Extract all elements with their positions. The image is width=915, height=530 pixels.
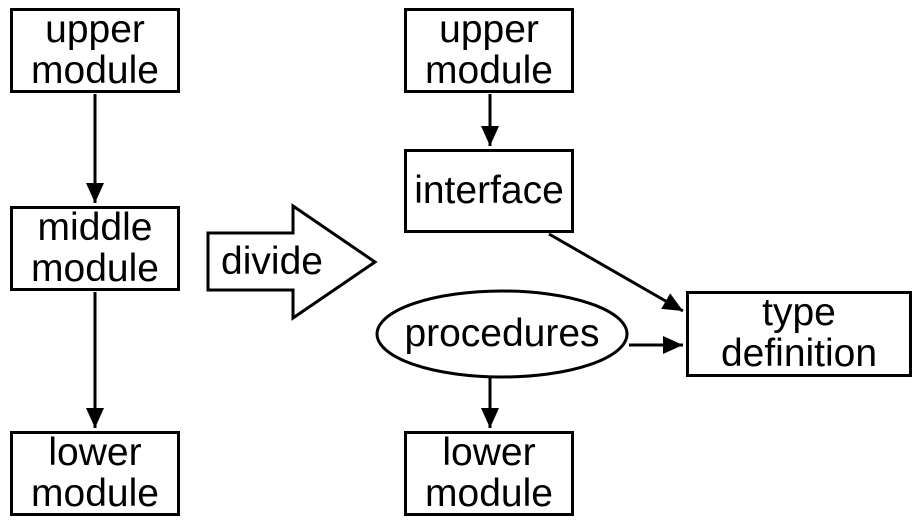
type-definition-label: type definition	[720, 291, 878, 375]
left-lower-module-label: lower module	[31, 430, 159, 515]
left-lower-module-box: lower module	[10, 431, 180, 516]
right-upper-module-box: upper module	[404, 8, 574, 93]
left-middle-module-label: middle module	[31, 205, 159, 290]
right-lower-module-label: lower module	[425, 430, 553, 515]
divide-label-text: divide	[221, 239, 323, 283]
divide-label: divide	[206, 241, 338, 283]
interface-label: interface	[414, 168, 564, 212]
procedures-label-text: procedures	[404, 311, 600, 355]
procedures-ellipse	[375, 289, 629, 379]
type-definition-box: type definition	[686, 291, 912, 377]
right-lower-module-box: lower module	[404, 431, 574, 516]
divide-block-arrow	[206, 203, 378, 321]
left-middle-module-box: middle module	[10, 206, 180, 291]
left-upper-module-box: upper module	[10, 8, 180, 93]
procedures-label: procedures	[377, 313, 627, 355]
arrow-interface-to-type-definition	[548, 232, 684, 313]
interface-box: interface	[404, 149, 574, 233]
right-upper-module-label: upper module	[425, 7, 553, 92]
left-upper-module-label: upper module	[31, 7, 159, 92]
